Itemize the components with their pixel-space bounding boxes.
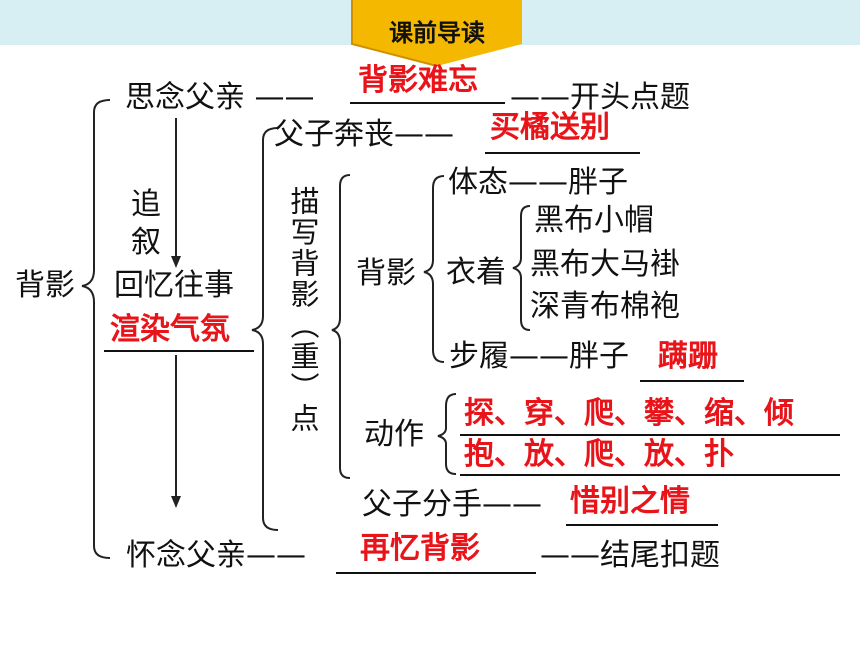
underline-flashback	[104, 350, 254, 352]
flashback-memory: 回忆往事	[114, 268, 234, 303]
clothing-item-1: 黑布小帽	[534, 203, 654, 238]
brace-action	[437, 393, 457, 475]
action-label: 动作	[364, 417, 424, 452]
farewell-label: 父子分手——	[362, 487, 542, 522]
focus-label: 描写背影（重）点	[286, 186, 320, 434]
underline-end	[336, 572, 536, 574]
action-line-1: 探、穿、爬、攀、缩、倾	[462, 396, 796, 431]
flashback-answer: 渲染气氛	[108, 312, 232, 347]
parting-label: 父子奔丧——	[274, 117, 454, 152]
posture-label: 体态——胖子	[448, 165, 628, 200]
action-line-2: 抱、放、爬、放、扑	[462, 437, 736, 472]
end-suffix: ——结尾扣题	[540, 538, 720, 573]
arrow-upper-head	[171, 256, 181, 268]
root-label: 背影	[15, 268, 75, 303]
end-label: 怀念父亲——	[126, 538, 306, 573]
brace-focus	[331, 174, 351, 479]
start-label: 思念父亲 ——	[125, 80, 315, 115]
back-label: 背影	[356, 256, 416, 291]
brace-clothing	[512, 205, 531, 331]
arrow-lower-head	[171, 496, 181, 508]
brace-back	[423, 175, 445, 363]
underline-action-2	[460, 474, 840, 476]
end-answer: 再忆背影	[358, 531, 482, 566]
flashback-label-2: 叙	[131, 225, 161, 260]
brace-root	[81, 99, 111, 559]
start-answer: 背影难忘	[356, 63, 480, 98]
gait-answer: 蹒跚	[656, 339, 720, 374]
clothing-item-2: 黑布大马褂	[530, 247, 680, 282]
underline-gait	[640, 380, 744, 382]
parting-answer: 买橘送别	[488, 110, 612, 145]
page-title: 课前导读	[389, 19, 485, 47]
brace-middle	[251, 127, 279, 531]
clothing-item-3: 深青布棉袍	[530, 289, 680, 324]
gait-label: 步履——胖子	[449, 339, 629, 374]
flashback-label-1: 追	[131, 187, 161, 222]
underline-action-1	[460, 434, 840, 436]
farewell-answer: 惜别之情	[568, 484, 692, 519]
underline-start	[350, 102, 505, 104]
underline-farewell	[566, 524, 718, 526]
underline-parting	[485, 152, 640, 154]
clothing-label: 衣着	[446, 255, 506, 290]
start-suffix: ——开头点题	[510, 80, 690, 115]
